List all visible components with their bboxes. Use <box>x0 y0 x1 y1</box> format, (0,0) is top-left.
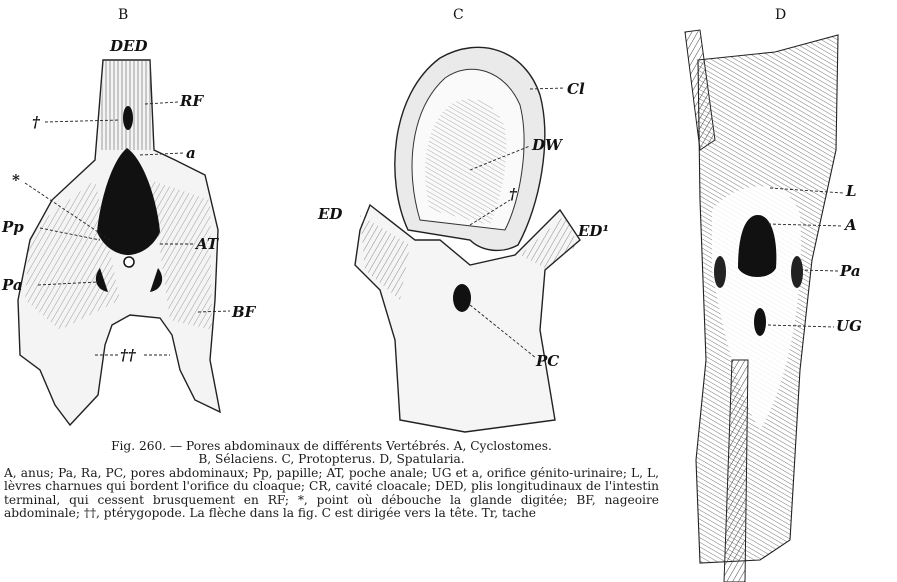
label-ug: UG <box>836 317 862 335</box>
label-rf: RF <box>179 92 204 110</box>
symbol-dagger-b: † <box>32 113 41 131</box>
caption-title-line1: Fig. 260. — Pores abdominaux de différen… <box>111 439 552 453</box>
symbol-asterisk: * <box>12 171 20 189</box>
label-pp: Pp <box>1 218 24 236</box>
caption-legend-text: A, anus; Pa, Ra, PC, pores abdominaux; P… <box>4 466 659 520</box>
panel-d: D L A Pa UG <box>685 7 862 582</box>
figure-caption: Fig. 260. — Pores abdominaux de différen… <box>4 440 659 520</box>
caption-legend: A, anus; Pa, Ra, PC, pores abdominaux; P… <box>4 467 659 521</box>
panel-b: B DED RF a AT Pp Pa BF † * †† <box>1 7 257 425</box>
label-ed1: ED¹ <box>577 222 609 240</box>
label-a-anus: A <box>843 216 857 234</box>
label-l: L <box>845 182 857 200</box>
label-a: a <box>186 144 196 162</box>
symbol-double-dagger: †† <box>120 346 137 364</box>
symbol-dagger-c: † <box>509 185 518 203</box>
label-pa-b: Pa <box>1 276 23 294</box>
caption-title: Fig. 260. — Pores abdominaux de différen… <box>4 440 659 467</box>
panel-b-letter: B <box>118 7 128 23</box>
label-ded: DED <box>109 37 147 55</box>
panel-d-labels: L A Pa UG <box>836 182 862 335</box>
label-bf: BF <box>231 303 257 321</box>
label-dw: DW <box>531 136 564 154</box>
label-ed: ED <box>317 205 342 223</box>
label-cl: Cl <box>567 80 585 98</box>
panel-d-letter: D <box>775 7 786 23</box>
label-at: AT <box>194 235 220 253</box>
panel-c-letter: C <box>453 7 464 23</box>
panel-c: C Cl DW ED ED¹ PC † <box>317 7 609 432</box>
caption-title-line2: B, Sélaciens. C, Protopterus. D, Spatula… <box>198 452 464 466</box>
label-pc: PC <box>535 352 559 370</box>
label-pa-d: Pa <box>839 262 861 280</box>
